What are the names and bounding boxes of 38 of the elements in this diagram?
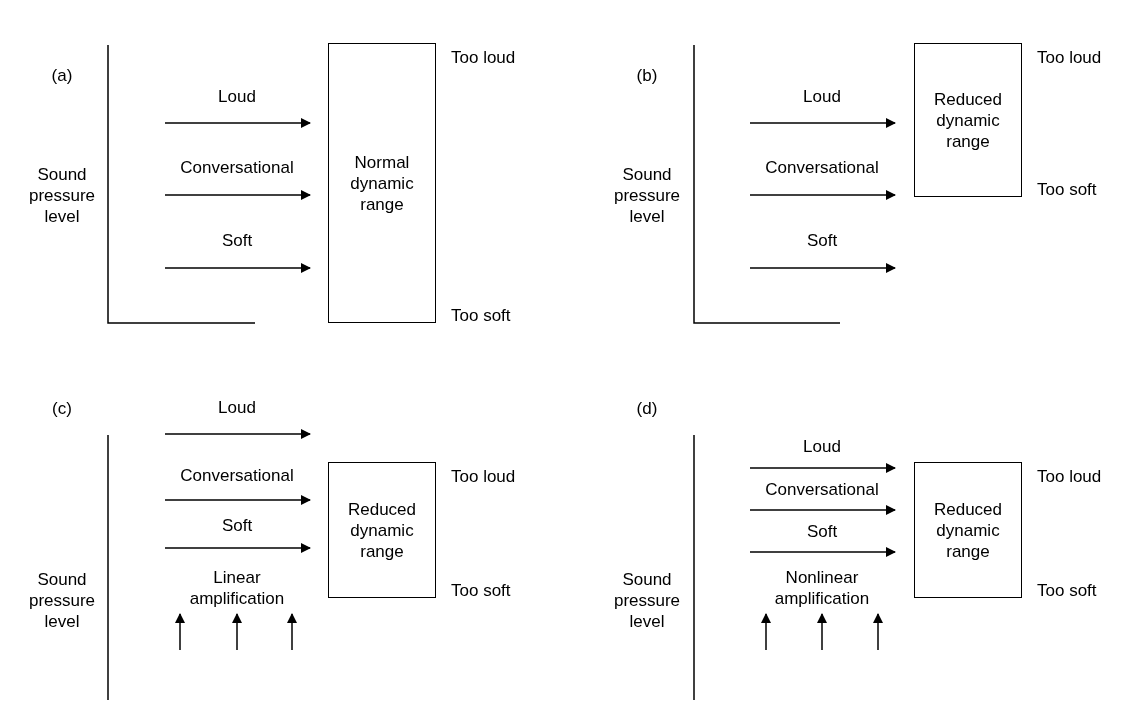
range-text: Reduced dynamic range [932,498,1004,562]
level-label: Loud [802,435,842,457]
axis-label: Sound pressure level [612,568,682,632]
axis-label: Sound pressure level [612,163,682,227]
range-box [914,462,1022,598]
range-box [328,462,436,598]
range-limit-label: Too soft [1037,579,1097,601]
range-limit-label: Too loud [451,465,516,487]
panel-label: (a) [50,64,74,86]
axis-label: Sound pressure level [27,568,97,632]
level-label: Loud [802,85,842,107]
panel-label: (b) [635,64,659,86]
level-label: Soft [805,520,839,542]
level-label: Conversational [764,156,880,178]
level-label: Soft [220,514,254,536]
range-text: Normal dynamic range [349,151,415,215]
amplification-label: Linear amplification [188,567,286,609]
range-text: Reduced dynamic range [346,498,418,562]
level-label: Soft [805,229,839,251]
panel-label: (c) [51,397,73,419]
level-label: Conversational [179,464,295,486]
range-box [914,43,1022,197]
range-limit-label: Too soft [1037,178,1097,200]
level-label: Loud [217,85,257,107]
range-limit-label: Too loud [451,46,516,68]
panel-label: (d) [635,397,659,419]
range-box [328,43,436,323]
range-limit-label: Too loud [1037,46,1102,68]
range-limit-label: Too soft [451,579,511,601]
level-label: Loud [217,396,257,418]
level-label: Soft [220,229,254,251]
level-label: Conversational [179,156,295,178]
range-text: Reduced dynamic range [932,88,1004,152]
amplification-label: Nonlinear amplification [773,567,871,609]
range-limit-label: Too loud [1037,465,1102,487]
range-limit-label: Too soft [451,304,511,326]
axis-label: Sound pressure level [27,163,97,227]
level-label: Conversational [764,478,880,500]
